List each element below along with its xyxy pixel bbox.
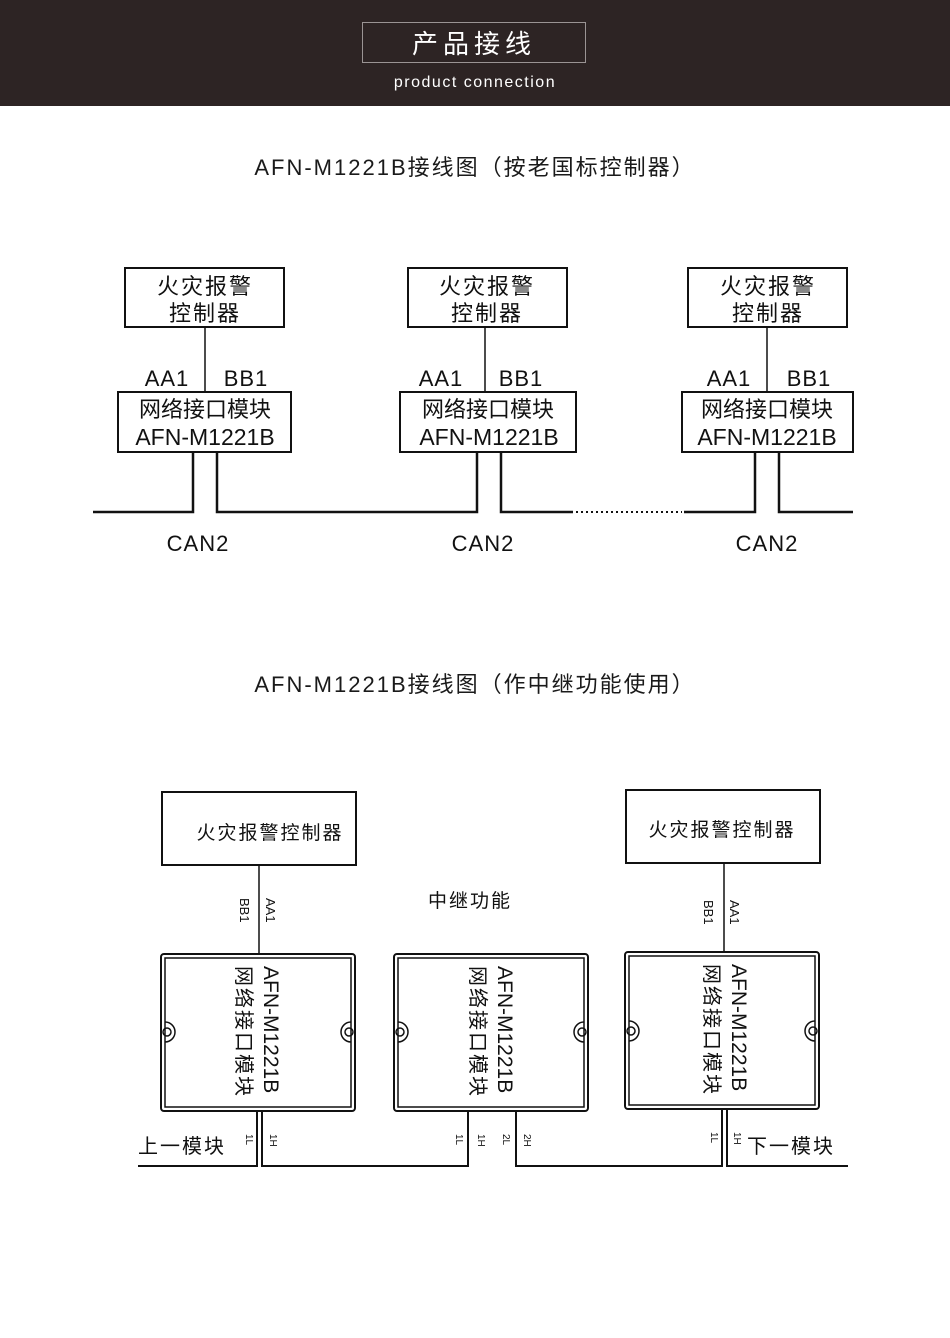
bus-label-can2: CAN2 [736, 531, 799, 556]
prev-module-label: 上一模块 [138, 1134, 226, 1158]
bus-wire-segment-2 [515, 1109, 723, 1167]
module-label-name: 网络接口模块 [701, 398, 833, 423]
terminal-1h: 1H [267, 1134, 278, 1147]
bus-label-can2: CAN2 [452, 531, 515, 556]
controller-label-right: 火灾报警控制器 [648, 819, 795, 841]
can-wire-link [215, 452, 479, 514]
terminal-1l: 1L [453, 1134, 464, 1146]
can-wire-low [684, 452, 757, 514]
mounting-ear-icon [162, 1020, 818, 1043]
terminal-aa1-right: AA1 [727, 900, 742, 925]
module-box [399, 391, 577, 453]
module-label-name: 网络接口模块 [139, 398, 271, 423]
diagram1-unit-1 [93, 267, 479, 514]
bus-label-can2: CAN2 [167, 531, 230, 556]
module-3-name: 网络接口模块 [700, 964, 724, 1096]
terminal-1l: 1L [243, 1134, 254, 1146]
module-label-model: AFN-M1221B [697, 424, 836, 450]
terminal-aa1: AA1 [419, 366, 464, 391]
page-header: 产品接线 product connection [0, 0, 950, 106]
controller-label-line2: 控制器 [451, 302, 523, 327]
module-box [681, 391, 854, 453]
relay-function-label: 中继功能 [428, 890, 512, 912]
module-label-model: AFN-M1221B [419, 424, 558, 450]
controller-box [407, 267, 568, 328]
diagram1-unit-3 [681, 267, 854, 514]
module-box [117, 391, 292, 453]
bus-wire-segment-1 [261, 1111, 469, 1167]
bus-wire-prev [138, 1111, 258, 1167]
module-label-model: AFN-M1221B [135, 424, 274, 450]
terminal-2l: 2L [500, 1134, 511, 1146]
terminal-aa1: AA1 [145, 366, 190, 391]
controller-label-line2: 控制器 [732, 302, 804, 327]
controller-box-right [625, 789, 821, 864]
module-3-model: AFN-M1221B [727, 964, 750, 1091]
diagram1-labels: 火灾报警 控制器 AA1 BB1 网络接口模块 AFN-M1221B CAN2 … [135, 275, 836, 556]
module-label-name: 网络接口模块 [422, 398, 554, 423]
diagram2-title: AFN-M1221B接线图（作中继功能使用） [254, 672, 696, 697]
diagram2 [138, 789, 848, 1167]
header-title: 产品接线 [362, 22, 586, 63]
can-wire-right [499, 452, 573, 514]
can-wire-high [777, 452, 853, 514]
terminal-bb1: BB1 [499, 366, 544, 391]
bus-wire-next [726, 1109, 848, 1167]
controller-label-line1: 火灾报警 [157, 275, 253, 300]
next-module-label: 下一模块 [747, 1134, 835, 1158]
module-2-model: AFN-M1221B [493, 966, 516, 1093]
module-housing-2 [393, 953, 589, 1112]
controller-label-left: 火灾报警控制器 [196, 822, 343, 844]
diagram1-title: AFN-M1221B接线图（按老国标控制器） [254, 155, 696, 180]
terminal-aa1-left: AA1 [263, 898, 278, 923]
terminal-aa1: AA1 [707, 366, 752, 391]
can-wire-low [93, 452, 195, 514]
terminal-1h: 1H [475, 1134, 486, 1147]
header-subtitle: product connection [393, 74, 557, 91]
terminal-bb1-left: BB1 [237, 898, 252, 923]
module-1-model: AFN-M1221B [259, 966, 282, 1093]
diagram1 [93, 267, 854, 514]
module-housing-1 [160, 953, 356, 1112]
diagram2-labels: 火灾报警控制器 火灾报警控制器 中继功能 BB1 AA1 BB1 AA1 AFN… [138, 819, 835, 1158]
terminal-1h: 1H [731, 1132, 742, 1145]
module-1-name: 网络接口模块 [232, 966, 256, 1098]
terminal-bb1: BB1 [224, 366, 269, 391]
terminal-2h: 2H [521, 1134, 532, 1147]
module-2-name: 网络接口模块 [466, 966, 490, 1098]
terminal-1l: 1L [708, 1132, 719, 1144]
diagram1-unit-2 [399, 267, 682, 514]
terminal-bb1: BB1 [787, 366, 832, 391]
terminal-bb1-right: BB1 [701, 900, 716, 925]
controller-label-line1: 火灾报警 [720, 275, 816, 300]
controller-label-line2: 控制器 [169, 302, 241, 327]
controller-label-line1: 火灾报警 [439, 275, 535, 300]
